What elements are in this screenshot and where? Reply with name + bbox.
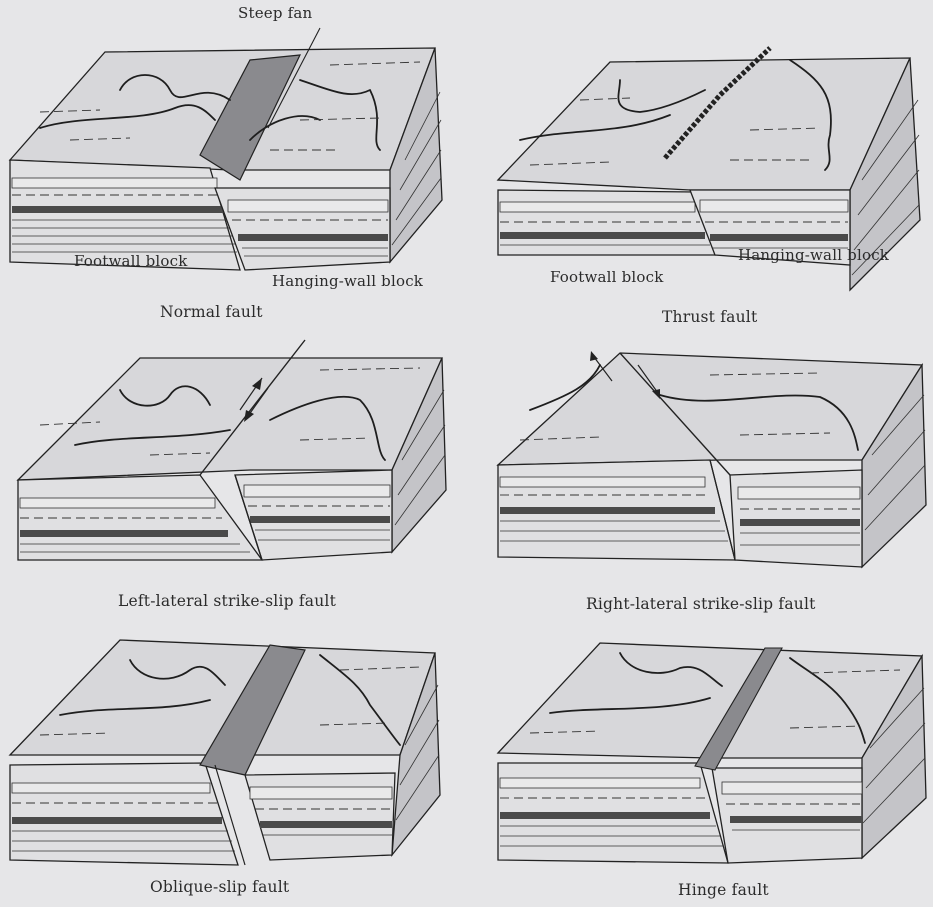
thrust-fault-panel: Footwall block Hanging-wall block Thrust… <box>490 40 930 340</box>
left-lateral-panel: Left-lateral strike-slip fault <box>0 330 460 615</box>
normal-fault-caption: Normal fault <box>160 303 263 321</box>
hinge-fault-diagram <box>490 618 930 907</box>
oblique-slip-diagram <box>0 615 460 907</box>
hinge-fault-caption: Hinge fault <box>678 881 769 899</box>
thrust-hanging-wall-label: Hanging-wall block <box>738 246 889 264</box>
right-lateral-diagram <box>490 335 930 620</box>
right-lateral-panel: Right-lateral strike-slip fault <box>490 335 930 620</box>
oblique-slip-caption: Oblique-slip fault <box>150 878 289 896</box>
footwall-block-label: Footwall block <box>74 252 188 270</box>
thrust-footwall-label: Footwall block <box>550 268 664 286</box>
normal-fault-panel: Steep fan Footwall block Hanging-wall bl… <box>0 0 460 330</box>
hinge-fault-panel: Hinge fault <box>490 618 930 907</box>
right-lateral-caption: Right-lateral strike-slip fault <box>586 595 816 613</box>
thrust-fault-caption: Thrust fault <box>662 308 757 326</box>
steep-fan-label: Steep fan <box>238 4 312 22</box>
thrust-fault-diagram <box>490 40 930 340</box>
oblique-slip-panel: Oblique-slip fault <box>0 615 460 907</box>
left-lateral-diagram <box>0 330 460 615</box>
hanging-wall-block-label: Hanging-wall block <box>272 272 423 290</box>
left-lateral-caption: Left-lateral strike-slip fault <box>118 592 336 610</box>
